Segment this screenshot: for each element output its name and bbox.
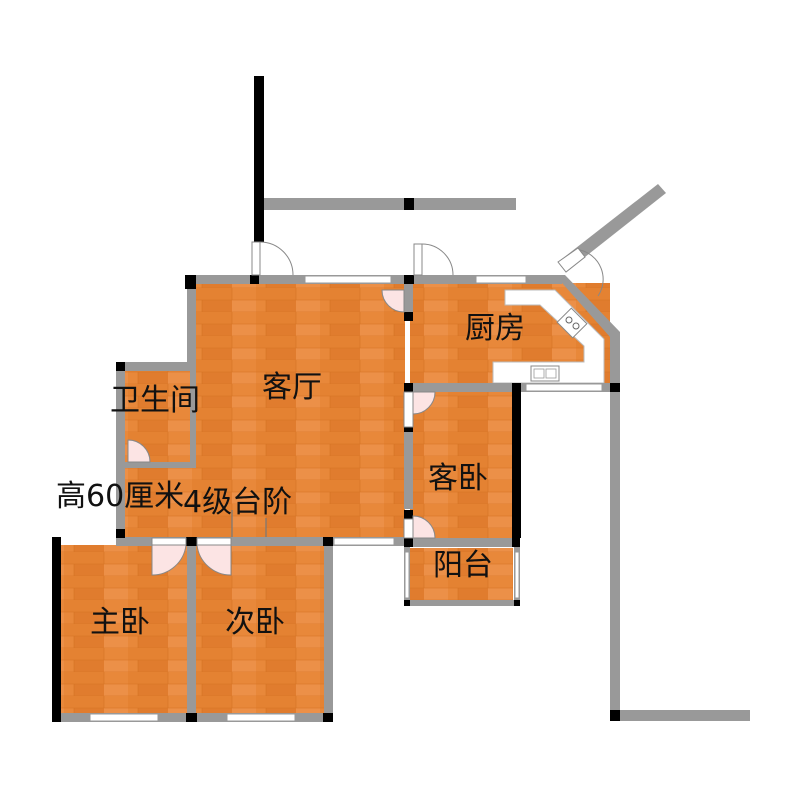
- kitchen-side-window: [525, 383, 603, 392]
- second-bedroom-window: [226, 713, 296, 722]
- living-bottom-window: [333, 537, 395, 546]
- entry-door: [251, 241, 294, 276]
- balcony-label: 阳台: [433, 548, 493, 583]
- master-bedroom-floor: [60, 545, 188, 713]
- living-room-label: 客厅: [262, 370, 322, 405]
- balcony-window-right: [514, 551, 520, 599]
- kitchen-window: [475, 275, 527, 284]
- labels: 客厅 卫生间 厨房 客卧 阳台 主卧 次卧 高60厘米 4级台阶: [56, 311, 525, 640]
- steps: [231, 510, 267, 537]
- guest-bedroom-door: [403, 391, 436, 428]
- master-bedroom-door: [151, 537, 187, 576]
- bathroom-door: [127, 439, 151, 463]
- guest-bedroom-floor: [410, 392, 513, 538]
- second-bedroom-door: [196, 537, 232, 576]
- doors: [127, 241, 604, 576]
- second-bedroom-floor: [196, 545, 324, 713]
- kitchen-counter: [492, 289, 605, 384]
- sink-icon: [530, 365, 560, 382]
- windows: [89, 275, 603, 722]
- hallway-floor: [124, 466, 334, 538]
- guest-bedroom-label: 客卧: [428, 461, 488, 496]
- kitchen-label: 厨房: [465, 311, 525, 346]
- balcony-door: [403, 515, 436, 539]
- master-bedroom-window: [89, 713, 159, 722]
- balcony-door-outer: [557, 247, 604, 297]
- kitchen-entry-door: [413, 243, 454, 276]
- master-bedroom-label: 主卧: [90, 605, 150, 640]
- balcony-window-left: [404, 551, 410, 599]
- kitchen-door: [381, 289, 405, 313]
- stove-icon: [556, 307, 588, 339]
- height-note: 高60厘米: [56, 479, 184, 514]
- living-room-window: [304, 275, 392, 284]
- second-bedroom-label: 次卧: [225, 605, 285, 640]
- bathroom-label: 卫生间: [110, 383, 200, 418]
- steps-note: 4级台阶: [183, 485, 292, 520]
- balcony-floor: [410, 548, 513, 600]
- walls-dark: [52, 76, 620, 722]
